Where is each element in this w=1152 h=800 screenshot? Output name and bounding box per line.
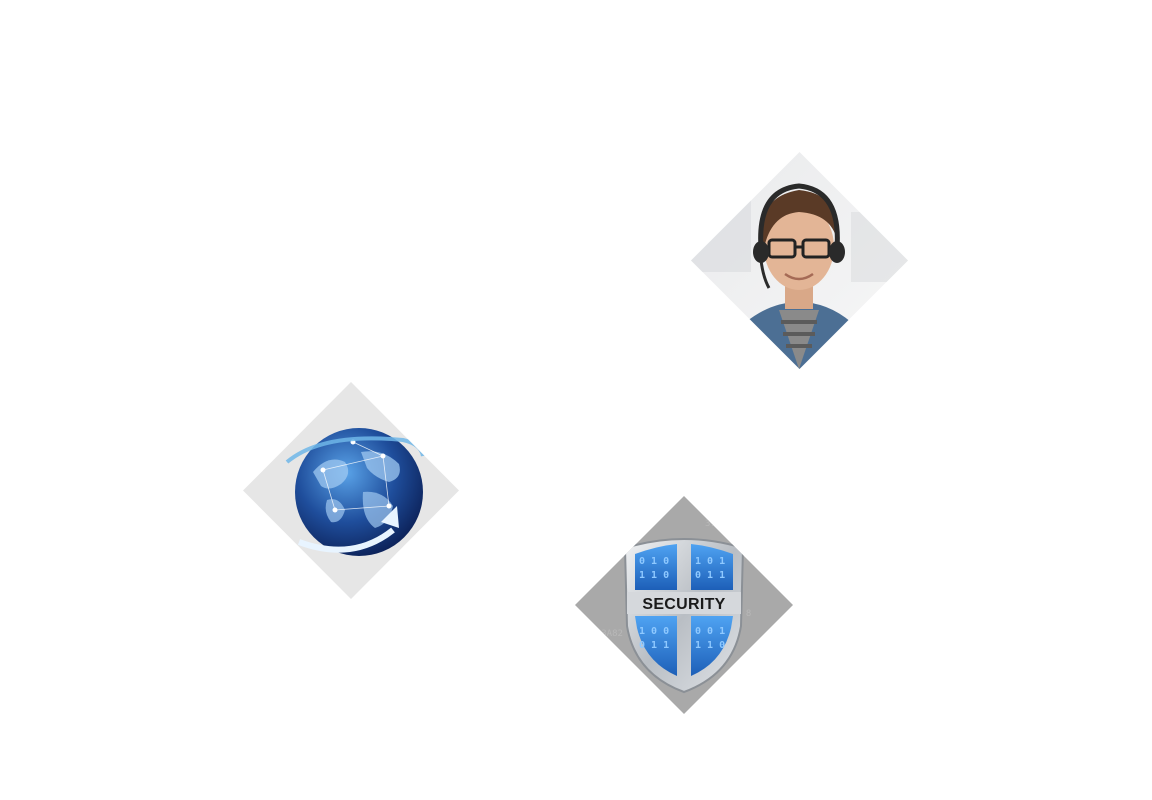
svg-text:0918 3: 0918 3	[615, 679, 648, 689]
svg-text:01101 48: 01101 48	[595, 529, 638, 539]
svg-text:1 1 0: 1 1 0	[695, 640, 725, 651]
support-agent-tile	[691, 152, 908, 369]
svg-text:1 0 0: 1 0 0	[639, 626, 669, 637]
svg-text:1 8: 1 8	[735, 609, 751, 619]
svg-text:0 1 1: 0 1 1	[639, 640, 669, 651]
security-shield-icon: 01101 48 3782 0 4823A82 1 8 0918 3 0 1 0…	[575, 496, 793, 714]
svg-text:4823A82: 4823A82	[585, 629, 623, 639]
customer-support-agent-icon	[691, 152, 908, 369]
global-network-globe-icon	[243, 382, 459, 599]
svg-text:0 1 0: 0 1 0	[639, 556, 669, 567]
svg-text:0 0 1: 0 0 1	[695, 626, 725, 637]
svg-text:0 1 1: 0 1 1	[695, 570, 725, 581]
svg-text:1 0 1: 1 0 1	[695, 556, 725, 567]
svg-text:3782 0: 3782 0	[705, 519, 738, 529]
svg-text:1 1 0: 1 1 0	[639, 570, 669, 581]
security-shield-tile: 01101 48 3782 0 4823A82 1 8 0918 3 0 1 0…	[575, 496, 793, 714]
globe-network-tile	[243, 382, 459, 599]
security-label: SECURITY	[642, 596, 725, 613]
